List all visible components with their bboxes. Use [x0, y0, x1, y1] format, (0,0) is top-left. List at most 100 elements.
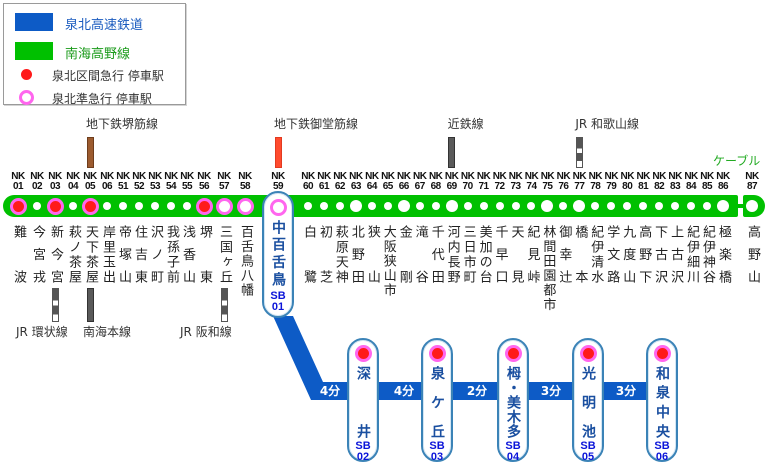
station-code-number: 06	[101, 180, 113, 192]
small-white-dot-icon	[431, 202, 440, 210]
station-code-number: 01	[12, 180, 24, 192]
station-code-prefix: NK	[333, 171, 347, 182]
legend-label-kukan-kyuko: 泉北区間急行 停車駅	[52, 69, 164, 83]
station-code-prefix: SB	[270, 290, 286, 302]
station-name: 紀見峠	[524, 225, 540, 283]
legend-label-koya: 南海高野線	[65, 47, 131, 62]
small-white-dot-icon	[135, 202, 143, 210]
station-name: 上古沢	[668, 225, 684, 283]
large-white-dot-icon	[717, 200, 729, 212]
red-dot-pink-ring-icon	[195, 197, 213, 215]
station-code-number: 72	[494, 180, 505, 192]
station-code-number: 51	[117, 180, 129, 192]
travel-time-label: 3分	[540, 384, 562, 398]
station-name: 金剛	[396, 225, 412, 283]
station-code-number: 03	[430, 450, 444, 463]
station-code-prefix: NK	[238, 171, 252, 182]
station-code-number: 04	[506, 450, 520, 463]
station-name: 天下茶屋	[83, 225, 98, 283]
large-white-dot-icon	[445, 200, 458, 212]
legend-label-jun-kyuko: 泉北準急行 停車駅	[52, 92, 152, 106]
station-code-number: 75	[542, 180, 553, 192]
station-name: 初芝	[316, 225, 332, 283]
station-name: 百舌鳥八幡	[238, 225, 253, 298]
station-code-number: 67	[414, 180, 426, 192]
small-white-dot-icon	[151, 202, 159, 210]
red-dot-icon	[21, 69, 32, 80]
small-white-dot-icon	[304, 202, 312, 210]
cable-connector	[737, 204, 745, 208]
station-name: 御幸辻	[556, 225, 572, 283]
small-white-dot-icon	[183, 202, 191, 210]
station-code-number: 59	[272, 180, 284, 192]
small-white-dot-icon	[687, 202, 696, 210]
station-code-prefix: NK	[30, 171, 44, 182]
station-name: 住吉東	[132, 225, 147, 283]
station-code-number: 74	[526, 180, 537, 192]
station-code-number: 53	[149, 180, 161, 192]
station-name: 岸里玉出	[100, 225, 115, 283]
red-bar-icon	[274, 137, 282, 168]
small-white-dot-icon	[639, 202, 648, 210]
station-code-number: 77	[574, 180, 585, 192]
station-name: 紀伊清水	[588, 225, 604, 283]
small-white-dot-icon	[671, 202, 680, 210]
station-code-number: 79	[606, 180, 617, 192]
station-code-prefix: NK	[556, 171, 571, 182]
station-code-number: 85	[701, 180, 713, 192]
station-code-number: 73	[510, 180, 521, 192]
small-white-dot-icon	[119, 202, 127, 210]
small-white-dot-icon	[335, 202, 344, 210]
station-code-prefix: NK	[652, 171, 666, 182]
station-code-prefix: NK	[444, 171, 459, 182]
small-white-dot-icon	[607, 202, 616, 210]
small-white-dot-icon	[559, 202, 568, 210]
station-name: 新今宮	[48, 225, 63, 283]
station-name: 紀伊細川	[684, 225, 700, 283]
station-code-number: 05	[581, 450, 595, 463]
station-code-prefix: NK	[508, 171, 523, 182]
station-code-prefix: NK	[116, 171, 130, 182]
station-name: 千代田	[428, 225, 444, 283]
station-code-number: 81	[638, 180, 649, 192]
station-name: 深井	[355, 366, 371, 438]
station-code-prefix: NK	[745, 171, 759, 182]
station-code-number: 05	[84, 180, 96, 192]
small-white-dot-icon	[167, 202, 175, 210]
red-dot-pink-ring-icon	[504, 344, 522, 362]
small-white-dot-icon	[69, 202, 77, 210]
station-name: 三日市町	[460, 225, 476, 283]
blue-line-swatch-icon	[15, 13, 53, 31]
station-name: 沢ノ町	[148, 225, 163, 283]
travel-time-label: 4分	[319, 384, 341, 398]
brown-bar-icon	[86, 137, 94, 168]
station-code-prefix: NK	[428, 171, 443, 182]
red-dot-pink-ring-icon	[579, 344, 597, 362]
station-name: 学文路	[604, 225, 620, 283]
